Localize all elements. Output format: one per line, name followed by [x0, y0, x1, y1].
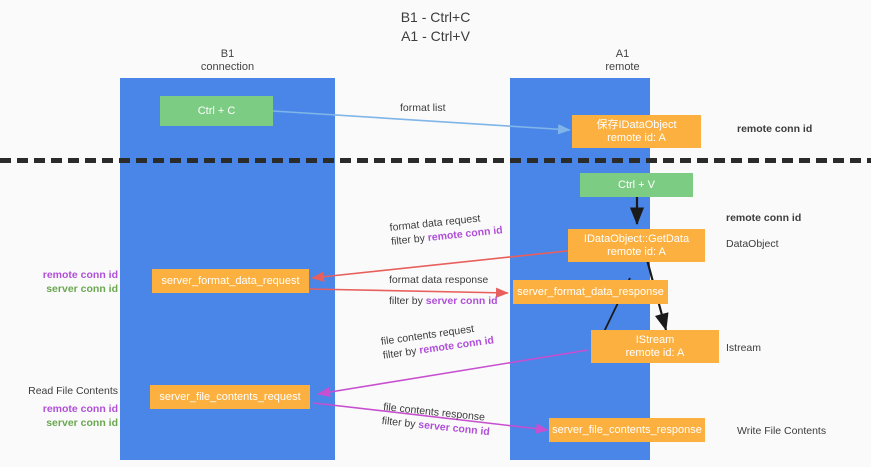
swimlane-a1-lower	[510, 160, 650, 460]
arrow-file-contents-request	[317, 349, 589, 398]
annotation-remote-conn-id-mid: remote conn id	[726, 211, 801, 225]
node-ctrl-v[interactable]: Ctrl + V	[580, 173, 693, 197]
node-server-file-contents-response[interactable]: server_file_contents_response	[549, 418, 705, 442]
arrow-format-list	[272, 110, 571, 135]
annotation-left-remote-conn-id-2: remote conn id	[42, 403, 118, 415]
edge-label-format-list-text: format list	[400, 102, 446, 114]
node-server-file-contents-request-label: server_file_contents_request	[159, 390, 301, 403]
diagram-title: B1 - Ctrl+C A1 - Ctrl+V	[0, 8, 871, 46]
annotation-dataobject-text: DataObject	[726, 238, 779, 250]
arrow-format-data-request	[311, 249, 577, 282]
lane-header-b1-title: B1	[220, 48, 235, 60]
lane-header-b1-subtitle: connection	[200, 61, 255, 73]
filter-key-server-conn-id: server conn id	[425, 295, 498, 307]
arrow-format-data-response	[307, 287, 509, 298]
annotation-left-remote-conn-id: remote conn id	[42, 269, 118, 281]
lane-header-a1: A1 remote	[545, 48, 700, 74]
node-server-file-contents-response-label: server_file_contents_response	[552, 423, 702, 436]
annotation-write-file-contents-text: Write File Contents	[737, 425, 827, 437]
node-idataobject-getdata-sub: remote id: A	[607, 245, 666, 258]
annotation-remote-conn-id-mid-text: remote conn id	[726, 212, 802, 224]
annotation-remote-conn-id-top: remote conn id	[737, 122, 812, 136]
filter-prefix: filter by	[381, 414, 419, 431]
annotation-left-server-conn-id: server conn id	[46, 283, 118, 295]
node-ctrl-v-label: Ctrl + V	[618, 178, 655, 191]
annotation-left-conn-ids: remote conn id server conn id	[0, 268, 118, 296]
node-server-file-contents-request[interactable]: server_file_contents_request	[150, 385, 310, 409]
annotation-write-file-contents: Write File Contents	[737, 424, 826, 438]
node-server-format-data-request[interactable]: server_format_data_request	[152, 269, 309, 293]
annotation-istream: Istream	[726, 341, 761, 355]
annotation-read-file-contents: Read File Contents	[0, 384, 118, 398]
lane-header-a1-subtitle: remote	[605, 61, 640, 73]
node-save-idataobject-sub: remote id: A	[607, 131, 666, 144]
annotation-istream-text: Istream	[726, 342, 762, 354]
edge-label-format-data-response-filter: filter by server conn id	[389, 294, 498, 308]
node-server-format-data-request-label: server_format_data_request	[161, 274, 300, 287]
annotation-read-file-contents-text: Read File Contents	[28, 385, 118, 397]
diagram-title-line-1: B1 - Ctrl+C	[400, 9, 471, 25]
node-istream-label: IStream	[635, 333, 675, 346]
node-server-format-data-response-label: server_format_data_response	[517, 285, 664, 298]
arrow-file-contents-response	[313, 402, 549, 434]
node-save-idataobject[interactable]: 保存IDataObject remote id: A	[572, 115, 701, 148]
diagram-title-line-2: A1 - Ctrl+V	[401, 28, 470, 44]
node-ctrl-c[interactable]: Ctrl + C	[160, 96, 273, 126]
filter-prefix: filter by	[390, 232, 429, 248]
annotation-left-conn-ids-2: remote conn id server conn id	[0, 402, 118, 430]
node-save-idataobject-label: 保存IDataObject	[596, 118, 677, 131]
edge-label-format-data-response-text: format data response	[389, 274, 489, 286]
section-divider	[0, 158, 871, 163]
annotation-remote-conn-id-top-text: remote conn id	[737, 123, 813, 135]
lane-header-a1-title: A1	[615, 48, 630, 60]
annotation-dataobject: DataObject	[726, 237, 779, 251]
node-ctrl-c-label: Ctrl + C	[197, 104, 236, 117]
edge-label-format-data-response: format data response filter by server co…	[389, 273, 498, 308]
node-istream[interactable]: IStream remote id: A	[591, 330, 719, 363]
edge-label-format-list: format list	[400, 101, 446, 115]
filter-prefix: filter by	[389, 295, 426, 307]
lane-header-b1: B1 connection	[150, 48, 305, 74]
node-istream-sub: remote id: A	[625, 346, 685, 359]
node-idataobject-getdata[interactable]: IDataObject::GetData remote id: A	[568, 229, 705, 262]
node-server-format-data-response[interactable]: server_format_data_response	[513, 280, 668, 304]
node-idataobject-getdata-label: IDataObject::GetData	[583, 232, 690, 245]
annotation-left-server-conn-id-2: server conn id	[46, 417, 118, 429]
